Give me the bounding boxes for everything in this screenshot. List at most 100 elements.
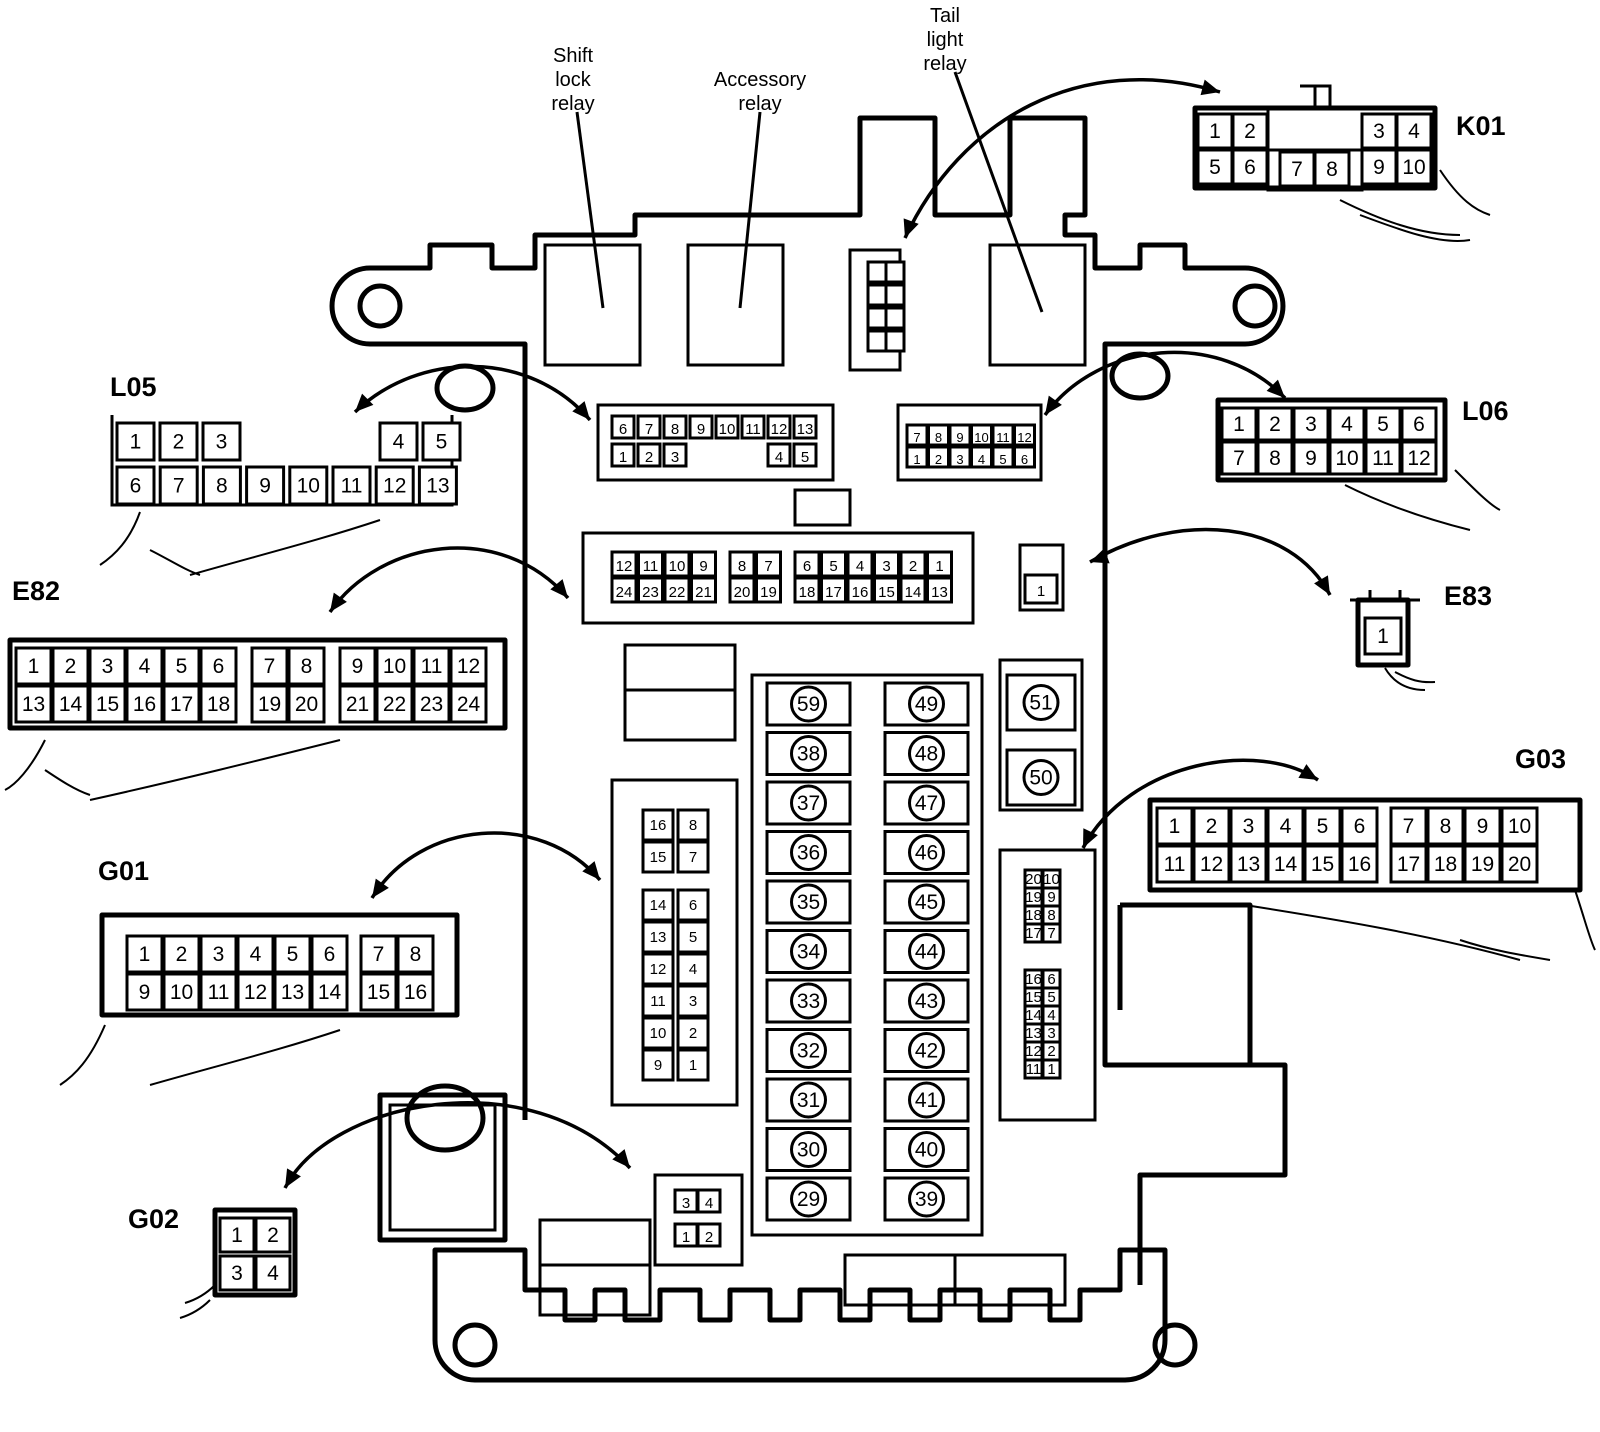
l06-pin-number: 5 xyxy=(1377,413,1389,436)
e82-socket-pin-number: 12 xyxy=(616,558,633,575)
g01-socket-pin-number: 11 xyxy=(650,993,666,1010)
l05-pin-cell xyxy=(421,421,462,462)
g02-pin-number: 3 xyxy=(231,1262,243,1285)
l05-pin-cell xyxy=(115,465,156,506)
e82-socket-pin-cell xyxy=(793,550,821,578)
l05-pin-number: 3 xyxy=(216,431,228,454)
e82-pin-cell xyxy=(250,684,289,724)
e82-socket-pin-cell xyxy=(637,576,664,604)
g02-socket-pin-number: 3 xyxy=(682,1195,690,1212)
fuse-slot xyxy=(883,1176,970,1222)
g01-pin-cell xyxy=(199,934,238,974)
e82-pin-cell xyxy=(51,684,90,724)
fuse-number: 51 xyxy=(1029,692,1052,715)
wire-bundles xyxy=(4,169,1596,1319)
g03-pin-number: 19 xyxy=(1471,853,1494,876)
relay-labels: Shift lock relay Accessory relay Tail li… xyxy=(551,5,1044,313)
l06-pin-number: 11 xyxy=(1372,447,1394,470)
e82-socket-pin-number: 17 xyxy=(825,584,842,601)
g01-pin-number: 13 xyxy=(281,981,304,1004)
fuse-number: 37 xyxy=(797,792,820,815)
l05-pin-number: 2 xyxy=(173,431,185,454)
g03-socket-pin-number: 18 xyxy=(1025,907,1042,924)
e82-socket-pin-number: 22 xyxy=(669,584,686,601)
e82-socket xyxy=(581,531,975,625)
g03-pin-cell xyxy=(1229,806,1268,846)
g01-pin-number: 8 xyxy=(410,943,422,966)
l05-socket-pin-number: 6 xyxy=(619,421,627,438)
e82-housing xyxy=(7,637,508,731)
e83-socket-pin-number: 1 xyxy=(1037,583,1045,600)
e82-socket-pin-cell xyxy=(728,576,756,604)
e82-pin-cell xyxy=(125,684,164,724)
e82-pin-cell xyxy=(338,684,377,724)
fuse-number: 43 xyxy=(915,990,938,1013)
e82-pin-cell xyxy=(375,646,414,686)
l06-socket-pin-number: 12 xyxy=(1017,430,1031,445)
g03-pin-cell xyxy=(1340,844,1379,884)
l05-pin-number: 7 xyxy=(173,475,185,498)
g02-housing xyxy=(212,1207,298,1298)
arrowhead-l06 xyxy=(1266,379,1285,398)
g02-pin-number: 1 xyxy=(231,1224,243,1247)
g01-socket-pin-number: 9 xyxy=(654,1057,662,1074)
g03-pin-number: 6 xyxy=(1354,815,1366,838)
g03-pin-number: 13 xyxy=(1237,853,1260,876)
g02-pin-cell xyxy=(218,1216,256,1254)
e82-socket-pin-number: 18 xyxy=(799,584,816,601)
g03-socket-pin-number: 16 xyxy=(1025,971,1042,988)
l06-pin-cell xyxy=(1220,440,1258,476)
k01-pin-number: 4 xyxy=(1408,120,1420,143)
g01-socket-pin-number: 1 xyxy=(689,1057,697,1074)
fuse-slot xyxy=(883,681,970,727)
g03-socket-pin-number: 2 xyxy=(1047,1043,1055,1060)
g03-pin-cell xyxy=(1229,844,1268,884)
g03-pin-cell xyxy=(1426,844,1465,884)
fuse-number: 46 xyxy=(915,842,938,865)
tail-light-relay-label-line-2: light xyxy=(927,29,964,51)
g03-socket-pin-number: 19 xyxy=(1025,889,1042,906)
arrowhead-g02-socket xyxy=(612,1149,630,1168)
g01-pin-cell xyxy=(396,972,435,1012)
pairing-arrows xyxy=(283,77,1332,1189)
e82-socket-pin-cell xyxy=(637,550,664,578)
e82-pin-number: 14 xyxy=(59,693,83,716)
l05-pin-number: 11 xyxy=(341,475,363,498)
relay-socket-pin xyxy=(866,306,888,330)
l05-socket-pin-cell xyxy=(662,442,688,468)
l05-pin-number: 1 xyxy=(130,431,142,454)
g01-socket-pin-cell xyxy=(676,840,710,874)
fuse-circle xyxy=(908,735,945,772)
g01-pin-number: 14 xyxy=(318,981,342,1004)
l05-pin-cell xyxy=(378,421,419,462)
fuse-circle xyxy=(1022,759,1060,796)
g03-pin-number: 15 xyxy=(1311,853,1334,876)
l05-pin-cell xyxy=(245,465,286,506)
g03-socket xyxy=(998,848,1097,1122)
fuse-number: 29 xyxy=(797,1188,820,1211)
g03-pin-number: 17 xyxy=(1397,853,1420,876)
g03-pin-cell xyxy=(1192,844,1231,884)
g01-socket-pin-cell xyxy=(641,808,675,842)
e82-pin-cell xyxy=(412,646,451,686)
l06-socket-pin-number: 6 xyxy=(1021,452,1028,467)
g01-pin-number: 6 xyxy=(324,943,336,966)
e82-pin-cell xyxy=(88,646,127,686)
e82-socket-pin-number: 16 xyxy=(852,584,869,601)
connector-label-e83: E83 xyxy=(1444,581,1492,611)
e82-socket-pin-cell xyxy=(820,550,847,578)
fuse-slot xyxy=(765,879,852,925)
g02-pin-number: 2 xyxy=(267,1224,279,1247)
g03-socket-pin-cell xyxy=(1041,1058,1062,1080)
fuse-slot xyxy=(765,1127,852,1172)
e83-socket xyxy=(1018,543,1065,612)
arrow-g01 xyxy=(370,831,602,899)
fuse-circle xyxy=(908,784,945,822)
e82-socket-pin-cell xyxy=(663,576,691,604)
e82-socket-pin-number: 3 xyxy=(882,558,890,575)
k01-pin-number: 9 xyxy=(1373,156,1385,179)
g03-pin-number: 2 xyxy=(1206,815,1218,838)
g01-socket-pin-cell xyxy=(641,952,675,986)
g01-socket-pin-cell xyxy=(641,920,675,954)
